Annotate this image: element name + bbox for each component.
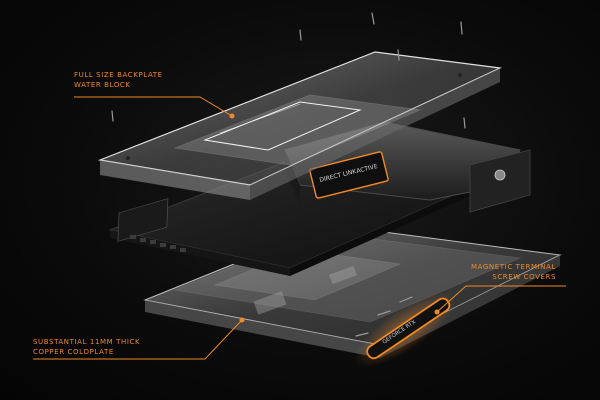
callout-copper-coldplate: SUBSTANTIAL 11MM THICK COPPER COLDPLATE	[33, 338, 140, 357]
callout-backplate-line2: WATER BLOCK	[74, 80, 131, 89]
callout-leaders	[33, 96, 566, 360]
callout-backplate-line1: FULL SIZE BACKPLATE	[74, 71, 163, 79]
callout-screw-line1: MAGNETIC TERMINAL	[471, 263, 557, 271]
callout-magnetic-screw-covers: MAGNETIC TERMINAL SCREW COVERS	[471, 263, 556, 282]
callout-coldplate-line1: SUBSTANTIAL 11MM THICK	[33, 338, 141, 346]
callout-dots	[229, 113, 440, 323]
magnetic-screw-cover	[354, 292, 456, 368]
callout-backplate-water-block: FULL SIZE BACKPLATE WATER BLOCK	[74, 71, 163, 90]
coldplate-block	[143, 224, 562, 358]
backplate-water-block	[97, 51, 503, 200]
callout-coldplate-line2: COPPER COLDPLATE	[33, 347, 114, 356]
callout-screw-line2: SCREW COVERS	[492, 272, 557, 281]
screws	[111, 12, 466, 337]
